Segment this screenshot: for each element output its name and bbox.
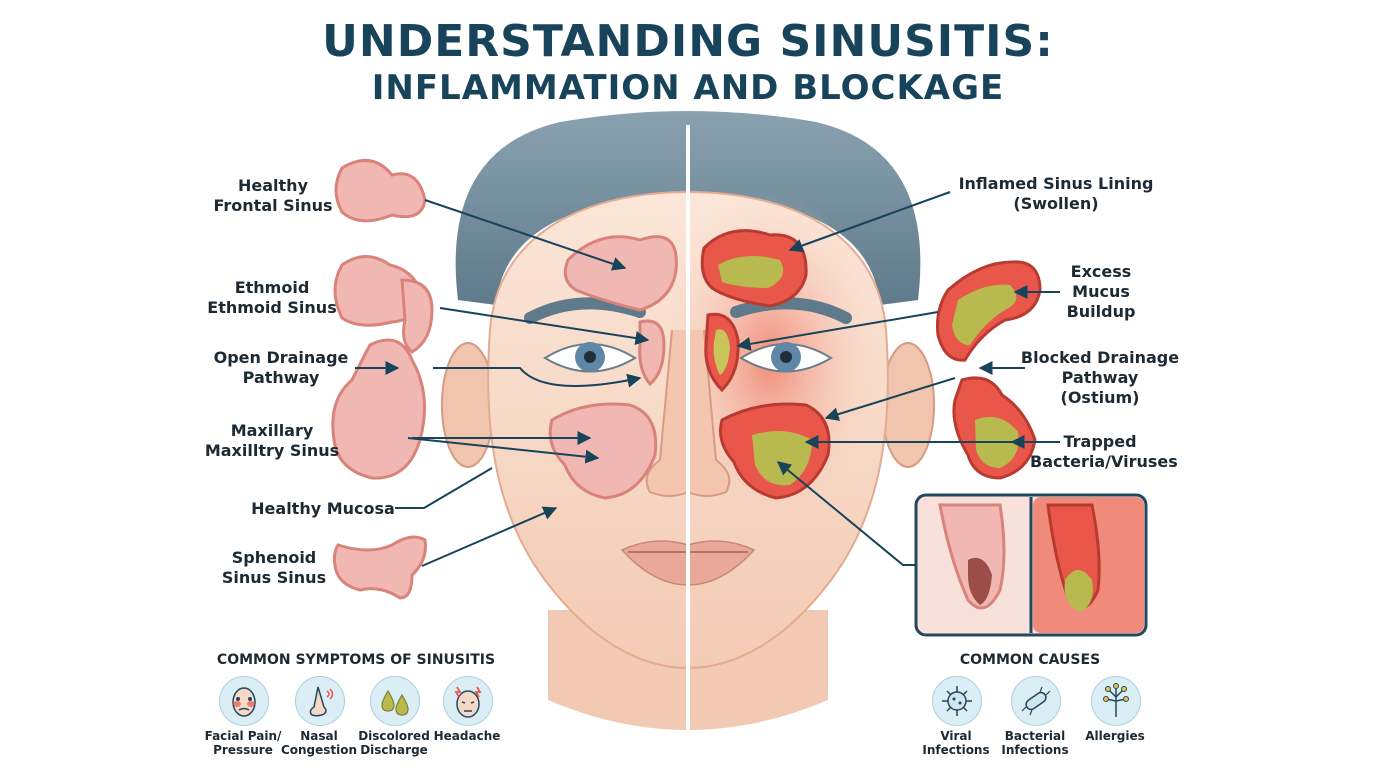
mucus-maxillary [752, 431, 812, 486]
cause-label-allergies: Allergies [1085, 729, 1145, 743]
leader-zoom-box [776, 461, 916, 566]
leader-lines [355, 191, 1060, 567]
leader-maxillary-2 [407, 437, 600, 464]
head [441, 111, 935, 745]
headache-icon [443, 676, 493, 726]
leader-inflamed [788, 191, 951, 253]
drops-icon [370, 676, 420, 726]
causes-heading: COMMON CAUSES [959, 652, 1101, 668]
healthy-frontal-sinus-shape [563, 235, 678, 312]
page-title: UNDERSTANDING SINUSITIS: [322, 16, 1054, 67]
inflamed-sinuses-in-face [700, 229, 831, 500]
mucus-frontal [718, 256, 784, 288]
leader-mucosa [395, 467, 493, 509]
leader-drainage-long [433, 367, 642, 388]
leader-mucus [736, 311, 939, 351]
leader-ethmoid [439, 307, 650, 346]
left-eyebrow [524, 297, 646, 324]
ethmoid-sinus-cutout-extension [400, 278, 434, 354]
right-pupil [780, 351, 792, 363]
frontal-sinus-cutout [334, 159, 427, 223]
mucus-blockage-view [1064, 570, 1093, 612]
label-inflamed-sinus-lining: Inflamed Sinus Lining(Swollen) [958, 174, 1154, 213]
leader-blocked [824, 377, 956, 421]
symptoms-heading: COMMON SYMPTOMS OF SINUSITIS [216, 652, 496, 668]
zoom-comparison-box [914, 493, 1148, 637]
healthy-maxillary-sinus-shape [548, 402, 658, 500]
pollen-icon [1091, 676, 1141, 726]
right-eyebrow [730, 297, 852, 324]
leader-frontal [424, 199, 627, 271]
mucus-ethmoid [713, 329, 730, 375]
healthy-ostium-opening [968, 557, 992, 605]
bacteria-icon [1011, 676, 1061, 726]
sphenoid-sinus-cutout [332, 535, 427, 600]
virus-icon [932, 676, 982, 726]
healthy-sinus-cutouts [331, 159, 434, 600]
face-pain-icon [219, 676, 269, 726]
symptom-label-facial-pain: Facial Pain/Pressure [204, 729, 282, 757]
left-ear [441, 342, 495, 468]
left-pupil [584, 351, 596, 363]
healthy-sinuses-in-face [548, 235, 678, 500]
nose-icon [295, 676, 345, 726]
hair [455, 111, 921, 305]
inflamed-sinus-cutouts [936, 260, 1042, 480]
page-subtitle: INFLAMMATION AND BLOCKAGE [371, 68, 1005, 108]
symptom-label-headache: Headache [433, 729, 501, 743]
right-ear [881, 342, 935, 468]
leader-sphenoid [421, 506, 558, 567]
label-healthy-mucosa: Healthy Mucosa [251, 499, 395, 518]
mucus-frontal-cutout [952, 284, 1017, 345]
maxillary-sinus-cutout [331, 338, 426, 480]
